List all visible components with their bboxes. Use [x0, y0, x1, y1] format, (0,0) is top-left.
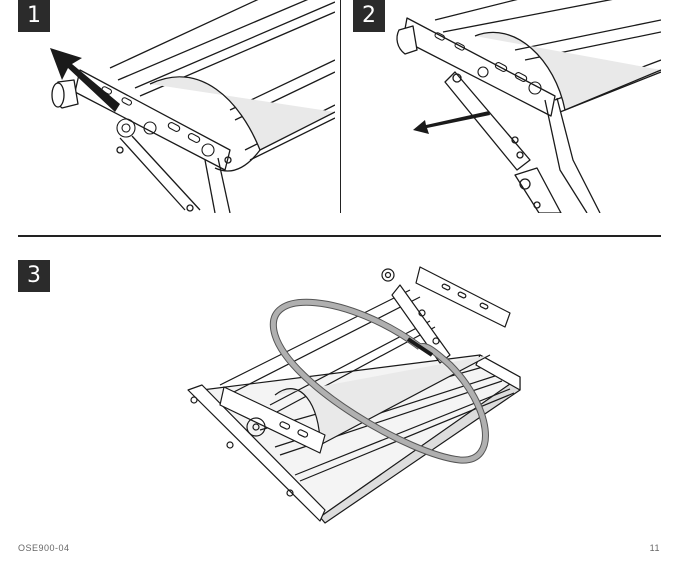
- page-number: 11: [649, 543, 660, 553]
- step-2-illustration: [395, 0, 661, 213]
- step-badge-3: 3: [18, 260, 50, 292]
- vertical-divider: [340, 0, 341, 213]
- step-badge-1: 1: [18, 0, 50, 32]
- horizontal-divider: [18, 235, 661, 237]
- step-3-illustration: [180, 255, 530, 525]
- step-1-illustration: [40, 0, 335, 213]
- step-badge-2: 2: [353, 0, 385, 32]
- doc-code: OSE900-04: [18, 543, 70, 553]
